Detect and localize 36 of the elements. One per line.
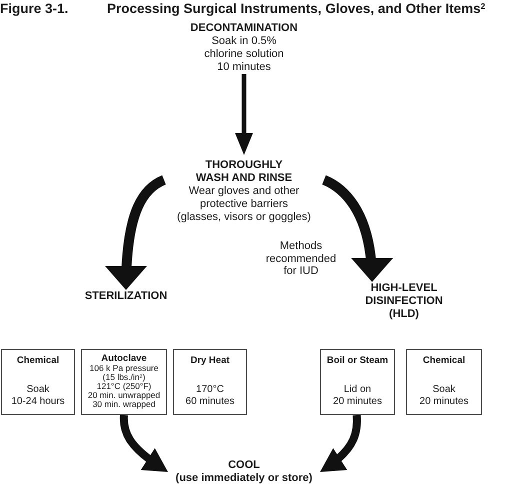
arrow	[235, 74, 253, 155]
step-heading: COOL	[228, 459, 260, 472]
method-detail: 10-24 hours	[11, 396, 65, 408]
method-box	[1, 349, 75, 415]
method-box	[173, 349, 247, 415]
stage-heading: STERILIZATION	[82, 290, 170, 304]
method-detail: 170°C	[196, 384, 224, 396]
method-title: Chemical	[422, 355, 466, 366]
method-title: Chemical	[16, 355, 60, 366]
method-detail: 121°C (250°F)	[96, 382, 152, 391]
method-detail: Soak	[26, 384, 50, 396]
method-detail: 20 minutes	[333, 396, 382, 408]
step-description: Wear gloves and other protective barriers	[188, 185, 300, 211]
stage-heading: HIGH-LEVEL DISINFECTION (HLD)	[362, 282, 446, 321]
method-detail: 30 min. wrapped	[92, 400, 156, 409]
step-heading: THOROUGHLY WASH AND RINSE	[194, 159, 294, 185]
step-description: Soak in 0.5% chlorine solution 10 minutes	[203, 35, 285, 74]
method-title: Dry Heat	[190, 355, 230, 366]
method-detail: 106 k Pa pressure (15 lbs./in$^{2}$)	[88, 364, 160, 382]
method-box	[81, 349, 167, 415]
curved-arrow	[322, 175, 392, 282]
method-title: Boil or Steam	[326, 355, 388, 366]
step-heading: DECONTAMINATION	[190, 22, 298, 35]
method-box	[406, 349, 482, 415]
method-detail: Lid on	[344, 384, 372, 396]
method-detail: 20 minutes	[420, 396, 468, 408]
method-title: Autoclave	[101, 353, 147, 364]
method-detail: Soak	[432, 384, 456, 396]
step-description: (glasses, visors or goggles)	[177, 211, 311, 224]
figure-number: Figure 3-1.	[0, 1, 68, 17]
step-description: (use immediately or store)	[176, 472, 312, 485]
annotation-text: Methods recommended for IUD	[264, 240, 338, 278]
method-box	[320, 349, 395, 415]
method-detail: 20 min. unwrapped	[88, 391, 160, 400]
method-detail: 60 minutes	[186, 396, 234, 408]
figure-title: Processing Surgical Instruments, Gloves, and Other Items$^{2}$	[107, 1, 486, 17]
